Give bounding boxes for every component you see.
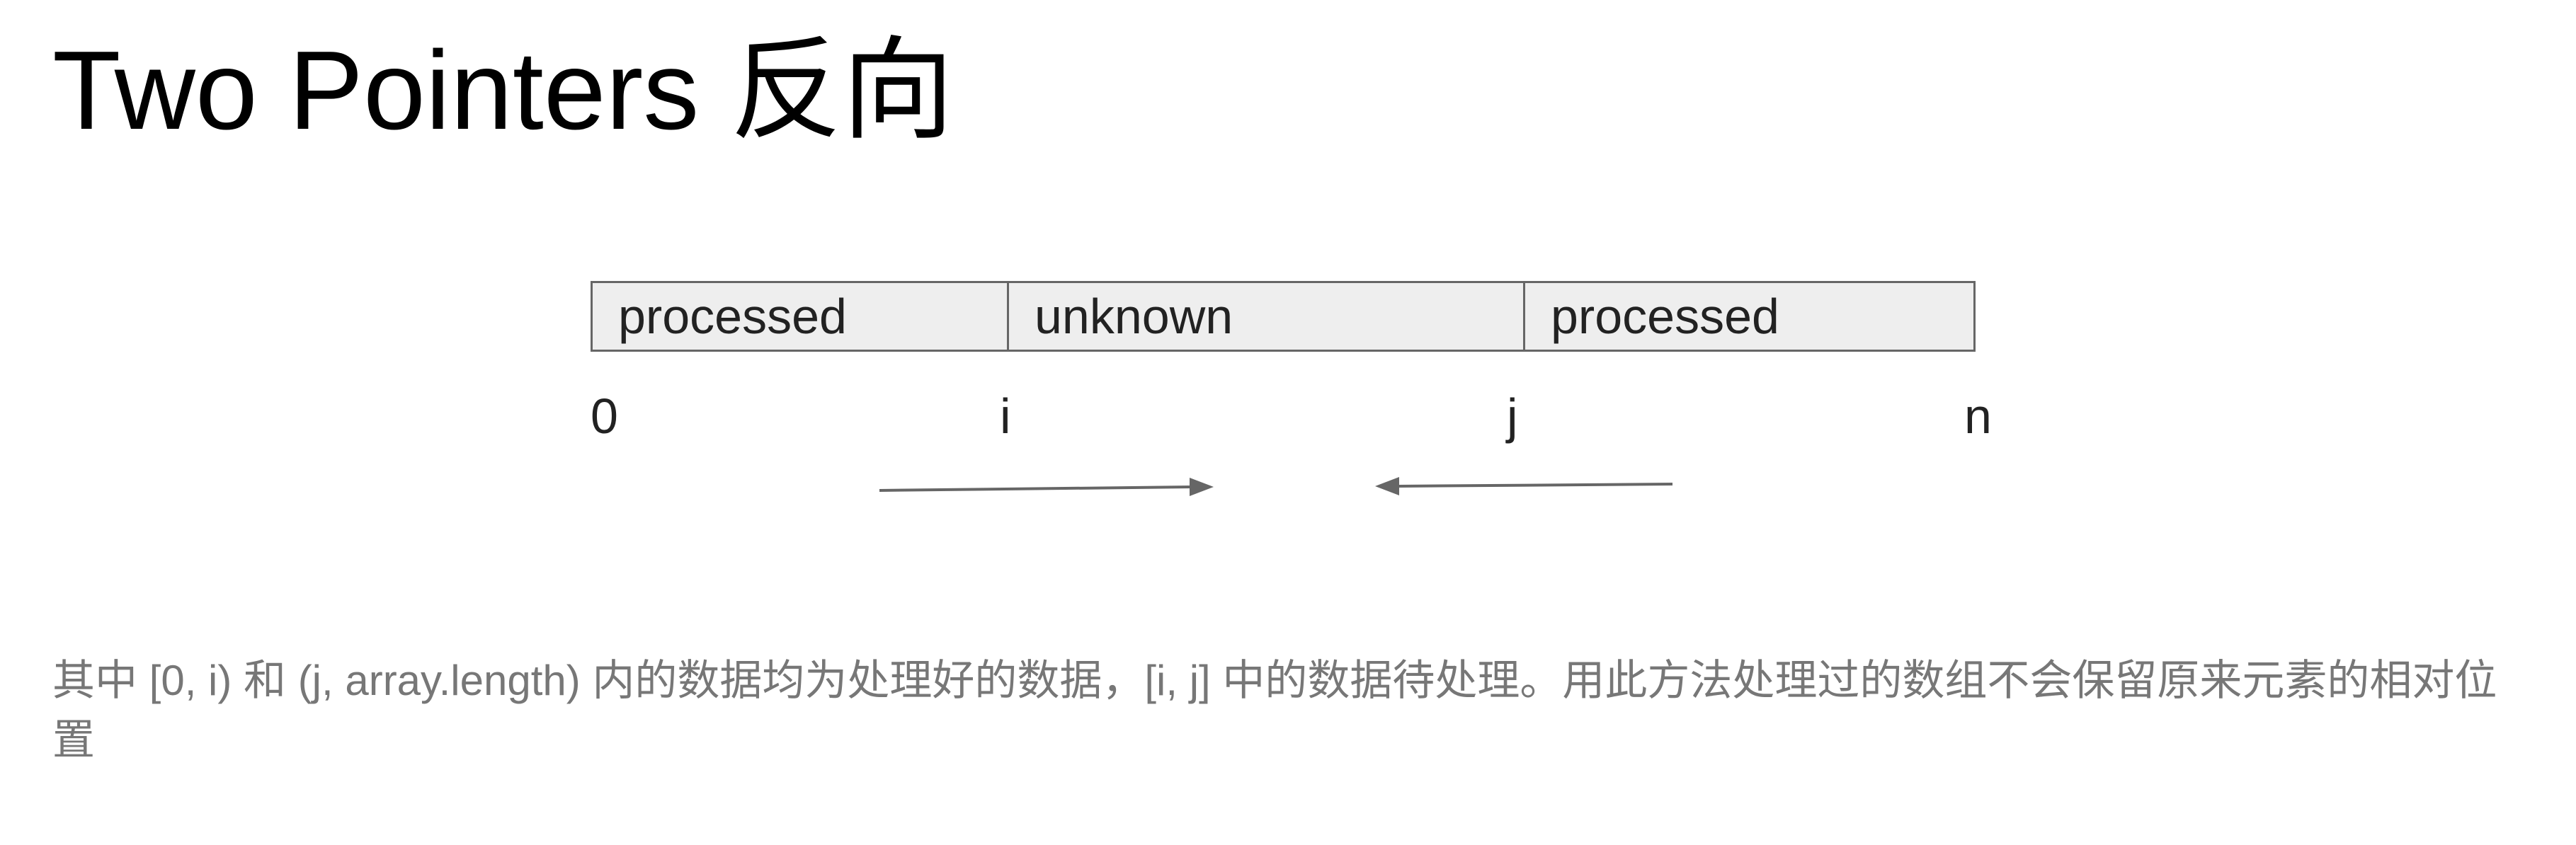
index-label-start: 0 <box>591 389 618 444</box>
index-label-i: i <box>1000 389 1011 444</box>
right-pointer-arrow <box>1375 477 1673 495</box>
index-label-end: n <box>1964 389 1992 444</box>
index-label-j: j <box>1507 389 1518 444</box>
caption-text: 其中 [0, i) 和 (j, array.length) 内的数据均为处理好的… <box>52 657 2497 764</box>
segment-processed-left: processed <box>618 289 847 344</box>
segment-processed-right: processed <box>1523 283 1973 350</box>
array-diagram: processed unknown processed <box>591 281 1976 352</box>
left-pointer-arrow <box>879 478 1214 496</box>
segment-unknown: unknown <box>1007 283 1523 350</box>
page-title: Two Pointers 反向 <box>52 28 954 153</box>
